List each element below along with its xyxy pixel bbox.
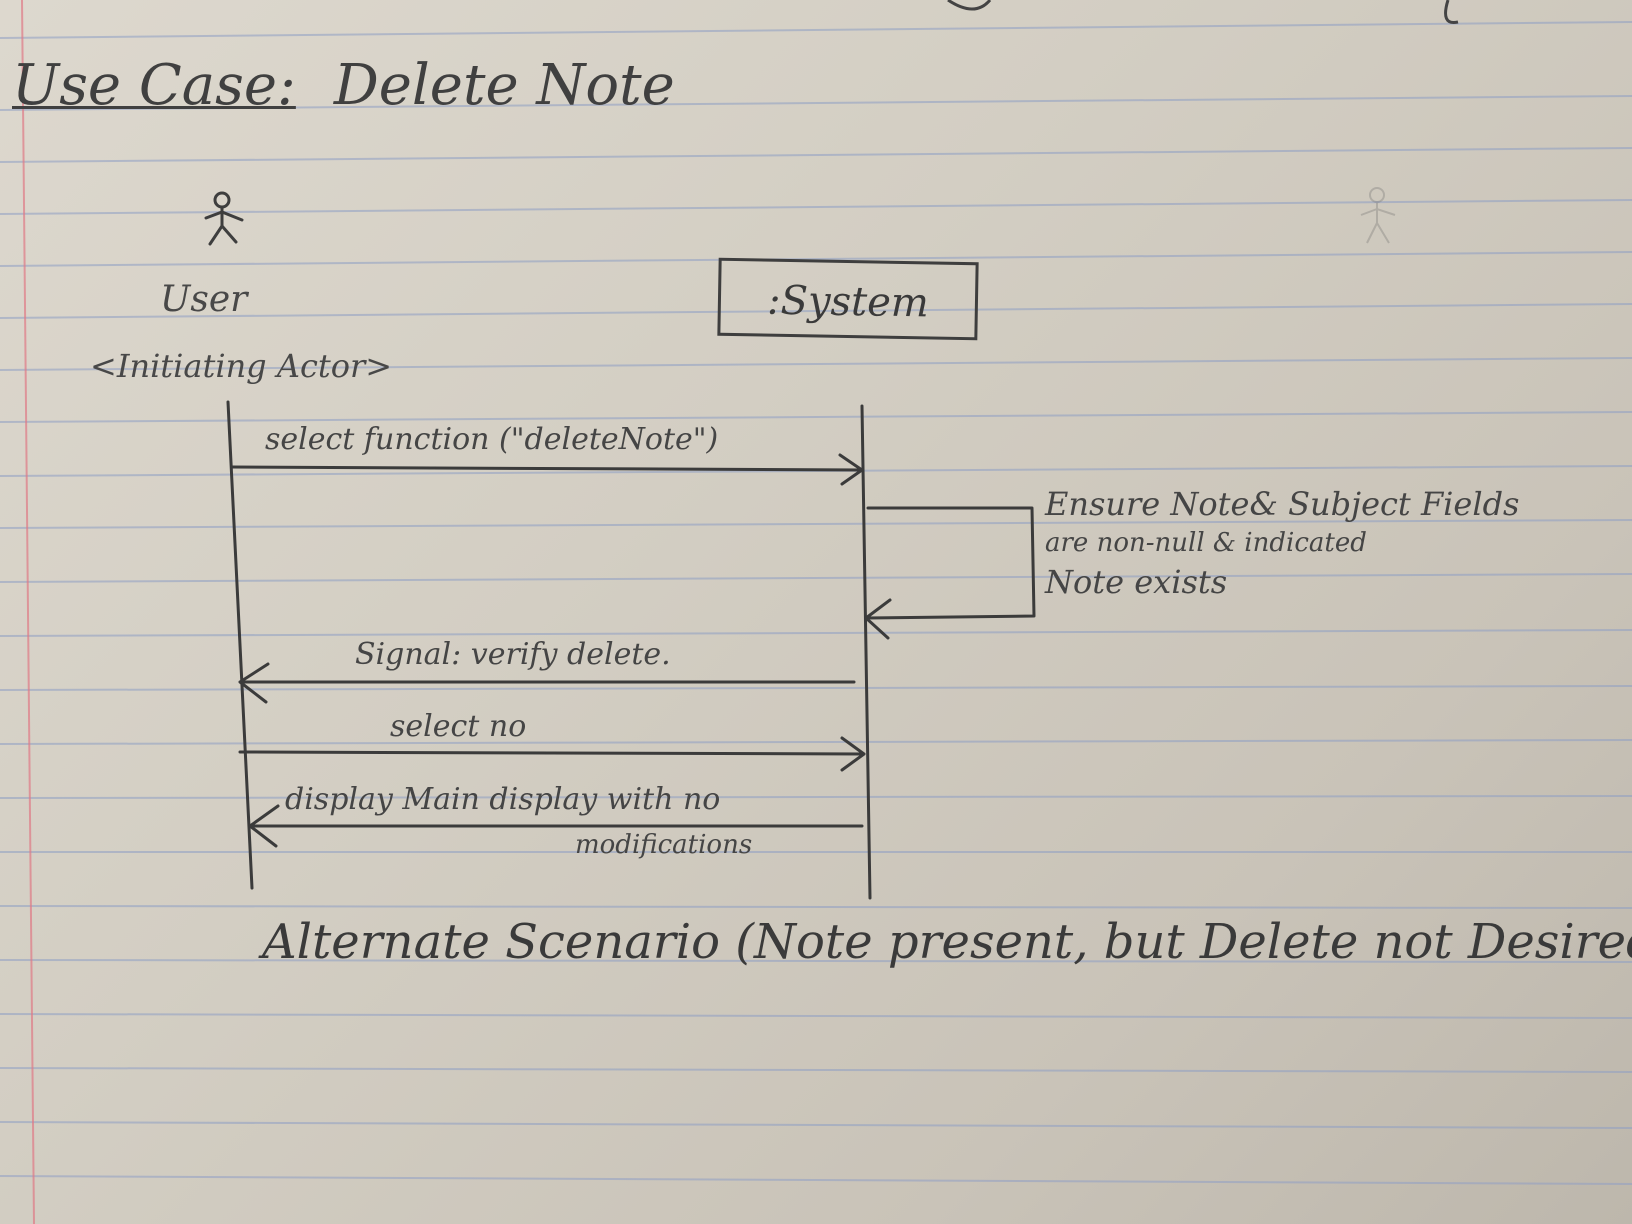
title-use-case-name: Delete Note [333,53,675,118]
message-2-arrow [238,662,856,704]
self-message-line-3: Note exists [1045,563,1228,601]
alternate-scenario-caption: Alternate Scenario (Note present, but De… [262,914,1632,970]
user-lifeline [226,400,254,890]
message-3-label: select no [390,709,527,744]
self-message-line-1: Ensure Note& Subject Fields [1045,485,1520,523]
user-actor-name: User [160,279,248,320]
self-message-label: Ensure Note& Subject Fields are non-null… [1045,488,1519,608]
message-2-label: Signal: verify delete. [355,637,671,672]
diagram-title: Use Case:Delete Note [12,58,675,114]
faint-erased-actor-icon [1360,187,1396,244]
message-3-arrow [238,736,866,772]
message-1-label: select function ("deleteNote") [265,422,719,457]
user-actor-stereotype: <Initiating Actor> [90,347,393,385]
message-1-arrow [230,453,864,486]
message-4-arrow [248,804,864,848]
message-4-continuation: modifications [575,830,753,860]
system-lifeline [860,404,872,900]
user-actor-icon [204,191,244,246]
message-4-label: display Main display with no [285,782,721,817]
self-message-line-2: are non-null & indicated [1045,528,1367,558]
title-label: Use Case: [12,53,296,118]
self-message-arrow [864,506,1036,640]
